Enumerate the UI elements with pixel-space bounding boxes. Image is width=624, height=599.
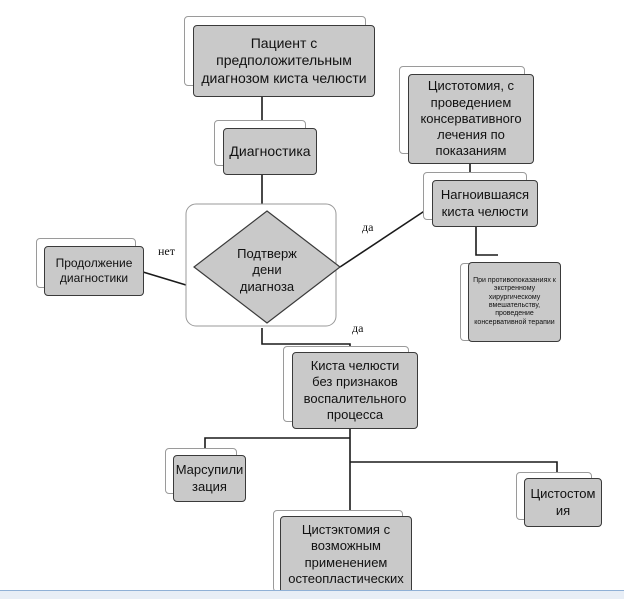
connector-confirm-continue — [142, 271, 187, 286]
decision-diamond — [193, 210, 341, 324]
node-cystotomy-label: Цистотомия, с проведением консервативног… — [420, 78, 522, 159]
node-contraindications: При противопоказаниях к экстренному хиру… — [468, 262, 561, 342]
node-cystectomy: Цистэктомия с возможным применением осте… — [280, 516, 412, 598]
node-no-inflammation-label: Киста челюсти без признаков воспалительн… — [303, 358, 407, 422]
node-suppurated: Нагноившаяся киста челюсти — [432, 180, 538, 227]
connector-suppurated-contraindications — [475, 226, 498, 256]
bottom-frame-edge — [0, 590, 624, 599]
node-marsupialization: Марсупили зация — [173, 455, 246, 502]
node-cystostomy-label: Цистостом ия — [530, 486, 596, 518]
decision-label: Подтверж дени диагноза — [237, 246, 297, 294]
node-patient-label: Пациент с предположительным диагнозом ки… — [201, 34, 367, 86]
node-contraindications-label: При противопоказаниях к экстренному хиру… — [473, 276, 556, 326]
node-no-inflammation: Киста челюсти без признаков воспалительн… — [292, 352, 418, 429]
node-continue-label: Продолжение диагностики — [55, 256, 133, 285]
edge-label-yes-down: да — [352, 321, 364, 335]
node-diagnostics-label: Диагностика — [229, 142, 311, 159]
node-suppurated-label: Нагноившаяся киста челюсти — [440, 187, 530, 219]
edge-label-yes-right: да — [362, 220, 374, 234]
edge-label-no: нет — [158, 244, 175, 258]
node-patient: Пациент с предположительным диагнозом ки… — [193, 25, 375, 97]
node-cystectomy-label: Цистэктомия с возможным применением осте… — [288, 522, 404, 597]
connector-confirm-suppurated — [339, 205, 433, 268]
node-diagnostics: Диагностика — [223, 128, 317, 175]
node-cystotomy: Цистотомия, с проведением консервативног… — [408, 74, 534, 164]
node-cystostomy: Цистостом ия — [524, 478, 602, 527]
node-continue-diagnostics: Продолжение диагностики — [44, 246, 144, 296]
node-marsupialization-label: Марсупили зация — [175, 462, 244, 494]
